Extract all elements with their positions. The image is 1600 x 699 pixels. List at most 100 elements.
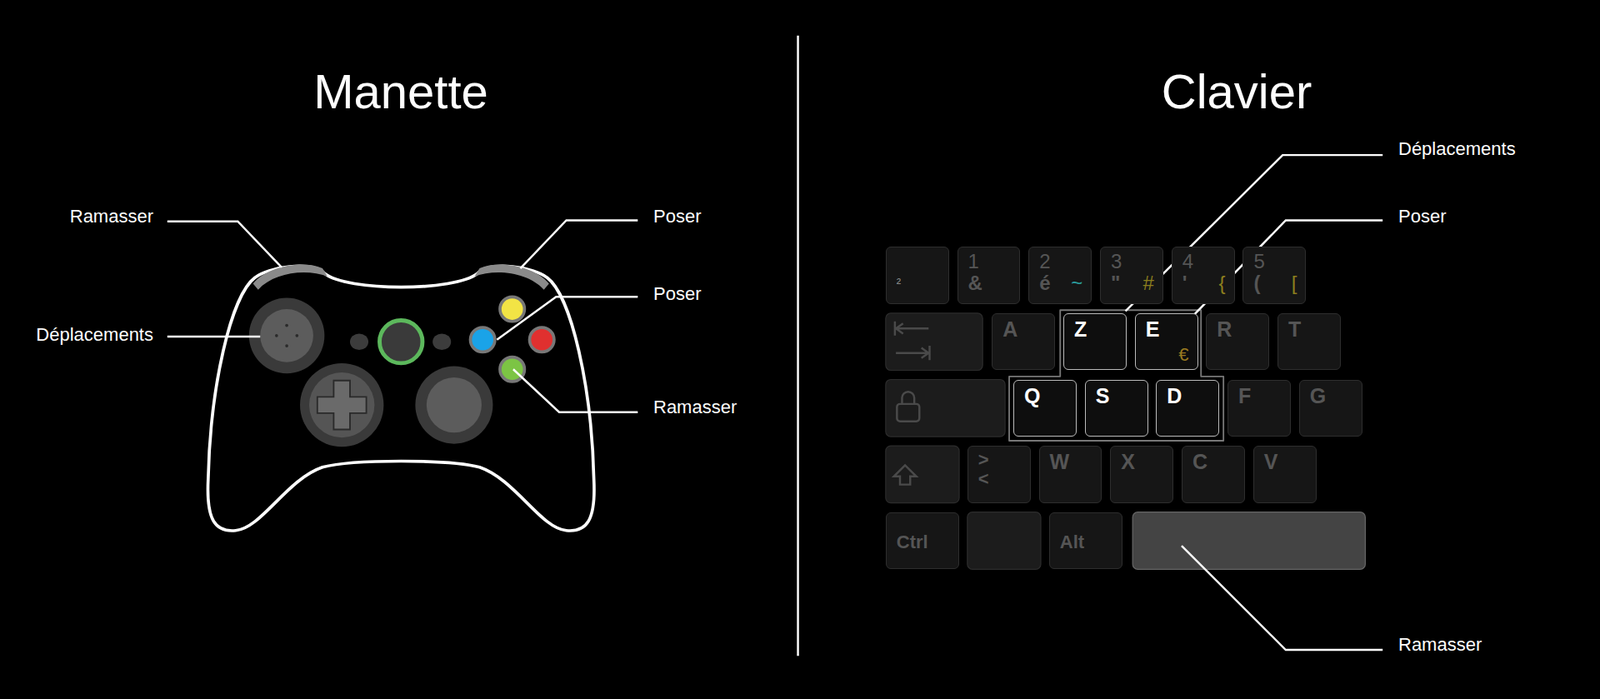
callout-label: Ramasser [70,205,154,228]
key-legend: X [1120,450,1166,474]
keyboard-key: 5([ [1242,246,1306,305]
left-stick [260,309,314,363]
key-legend: [ [1253,272,1299,295]
right-stick [426,377,482,433]
label-anchor: Déplacements [1398,138,1516,160]
key-legend: V [1264,450,1310,474]
left-bumper [253,264,328,290]
keyboard-key: 1& [957,246,1021,305]
shift-key [885,445,960,504]
keyboard-key: Z [1063,313,1127,371]
space-key [1132,512,1365,570]
keyboard-key: W [1039,445,1103,504]
leader-line [1125,155,1384,311]
key-legend: 5 [1253,250,1299,273]
leader-line [520,220,638,269]
controller [207,264,595,531]
keyboard-key: X [1110,445,1174,504]
key-legend: R [1216,317,1262,341]
keyboard-key: >< [967,445,1031,504]
key-legend: D [1166,384,1212,408]
keyboard-key: Q [1013,380,1077,438]
panel-heading: Clavier [1161,62,1313,121]
key-legend: C [1192,450,1238,474]
key-legend: < [978,469,1024,489]
artwork [167,35,1383,656]
key-legend: S [1095,384,1141,408]
key-legend: Ctrl [896,531,952,554]
right-stick-ring [415,366,493,445]
key-legend: ² [896,275,942,291]
label-anchor: Clavier [1161,62,1313,121]
keyboard-key: Ctrl [885,512,960,570]
key-legend: E [1145,317,1191,341]
dpad-base [309,372,375,438]
keyboard-key: F [1227,380,1291,438]
shift-icon [894,465,917,485]
keyboard-key: T [1277,313,1341,371]
leader-lines [167,220,638,412]
key-legend: # [1110,272,1156,295]
key-legend: & [968,272,1014,295]
key-legend: Alt [1060,531,1115,554]
key-legend: > [978,450,1024,470]
key-legend: { [1182,272,1228,295]
left-stick-ring [249,298,325,375]
label-anchor: Ramasser [653,396,737,419]
right-bumper [474,264,549,290]
label-anchor: Manette [313,62,489,121]
a-button [500,357,525,382]
keyboard-key: D [1155,380,1220,438]
key-legend: ~ [1039,272,1085,295]
key-legend: F [1238,384,1284,408]
x-button [470,327,495,352]
caps-key [885,380,1005,438]
keyboard-key: E€ [1135,313,1199,371]
label-anchor: Ramasser [70,205,154,228]
callout-label: Déplacements [1398,138,1516,160]
keyboard-key: 2é~ [1028,246,1092,305]
key-icons [894,321,930,485]
keyboard-key: S [1085,380,1149,438]
key-legend: Z [1074,317,1120,341]
dpad-ring [300,363,384,447]
keyboard-key: 4'{ [1171,246,1235,305]
lock-icon [896,404,920,422]
leader-lines [1125,155,1384,650]
callout-label: Ramasser [653,396,737,419]
key-legend: T [1288,317,1334,341]
leader-line [167,221,282,268]
divider [796,35,799,656]
label-anchor: Poser [1398,205,1446,228]
leader-line [1181,545,1383,650]
keyboard-key: G [1299,380,1363,438]
keyboard-key: Alt [1049,512,1123,570]
callout-label: Poser [1398,205,1446,228]
back-button [350,333,369,350]
tab-icon [895,345,930,360]
key-legend: W [1050,450,1095,474]
leader-line [513,369,638,412]
tab-key [885,313,983,371]
y-button [500,296,525,321]
controller-body [207,265,595,531]
leader-line [496,296,638,340]
leader-line [167,335,260,338]
b-button [530,327,555,352]
keyboard-key: A [991,313,1055,371]
lock-icon [901,391,915,405]
key-legend: 1 [968,250,1014,273]
key-legend: 2 [1039,250,1085,273]
callout-label: Déplacements [35,324,154,346]
guide-button [380,320,423,363]
label-anchor: Ramasser [1398,634,1482,656]
keyboard-key: V [1253,445,1317,504]
label-anchor: Poser [653,283,701,305]
tab-icon [895,321,929,336]
label-anchor: Déplacements [35,324,154,346]
keyboard-key: R [1205,313,1270,371]
blank-key [967,512,1041,570]
callout-label: Poser [653,205,701,228]
